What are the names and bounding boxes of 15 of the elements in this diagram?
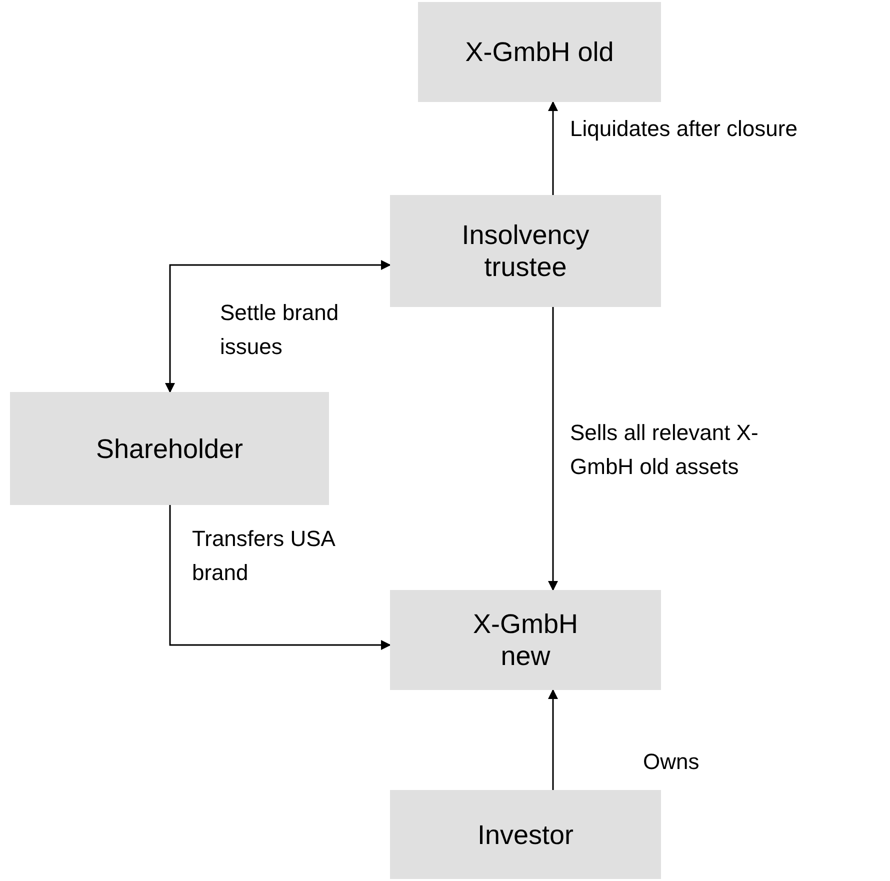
node-label: X-GmbH new	[472, 608, 579, 672]
arrow	[548, 101, 558, 195]
arrow	[548, 689, 558, 790]
process-box	[390, 790, 661, 879]
arrow	[548, 307, 558, 591]
arrow	[169, 505, 391, 650]
node-label: Shareholder	[96, 432, 244, 464]
node-label: Insolvency trustee	[460, 219, 590, 283]
process-box	[390, 590, 661, 690]
process-box	[10, 392, 329, 505]
node-label: X-GmbH old	[465, 36, 614, 68]
node-label: Investor	[477, 818, 574, 850]
process-box	[390, 195, 661, 307]
process-box	[418, 2, 661, 102]
arrow	[165, 260, 391, 393]
